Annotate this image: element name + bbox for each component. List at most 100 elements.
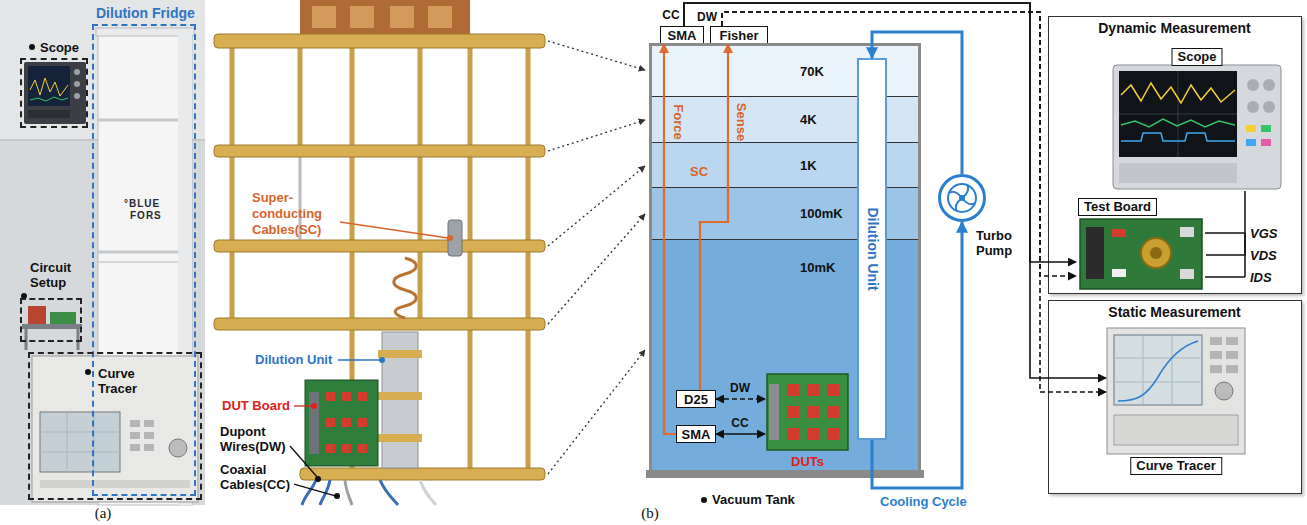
circuit-setup-photo (22, 324, 82, 329)
fridge-insert-photo (214, 0, 545, 505)
oscilloscope-drawing (1178, 71, 1179, 157)
dut-board-drawing (767, 374, 848, 450)
circuit-setup-photo (28, 306, 46, 324)
oscilloscope-drawing (1111, 45, 1283, 191)
panel-caption: (b) (635, 504, 665, 522)
zoom-arrow (548, 214, 645, 324)
curve-tracer-drawing (1226, 337, 1238, 345)
fridge-insert-photo (358, 418, 367, 427)
curve-tracer-drawing (1107, 328, 1245, 454)
test-board-drawing (1150, 247, 1162, 259)
test-board-drawing (1141, 238, 1171, 268)
edge-label: DW (697, 10, 717, 25)
leader-line (294, 484, 336, 496)
oscilloscope-drawing (1119, 163, 1237, 183)
connector (722, 12, 1106, 392)
scope-photo (30, 78, 68, 96)
curve-tracer-photo (130, 444, 140, 451)
node-label: Dynamic Measurement (1049, 20, 1300, 37)
fridge-insert-photo (448, 220, 462, 256)
curve-tracer-drawing (1172, 335, 1173, 405)
connector (872, 32, 962, 174)
fridge-photo (98, 119, 192, 122)
dut-board-drawing (827, 428, 839, 440)
zoom-arrow (548, 41, 645, 474)
dashed-outline: Dilution Fridge (92, 24, 196, 496)
scope-photo (28, 110, 70, 118)
measurement-panel: Static MeasurementCurve Tracer (1048, 300, 1302, 494)
fridge-insert-photo (526, 48, 531, 468)
fridge-insert-photo (305, 380, 378, 466)
test-board-drawing (1180, 227, 1194, 237)
connector-box: Fisher (710, 26, 768, 44)
connector (684, 3, 1106, 378)
oscilloscope-drawing (1121, 83, 1235, 103)
curve-tracer-photo (32, 356, 198, 502)
annotation-label: Coaxial Cables(CC) (220, 462, 302, 492)
leader-dot (447, 235, 453, 241)
fridge-insert-photo (326, 392, 335, 401)
test-board-drawing (1112, 269, 1126, 277)
fridge-insert-photo (390, 6, 414, 28)
fridge-insert-photo (302, 480, 316, 505)
annotation-label: °BLUE (124, 198, 160, 210)
node-label: D25 (677, 391, 715, 407)
dut-board-drawing (807, 406, 819, 418)
curve-tracer-photo (144, 432, 154, 439)
oscilloscope-drawing (1119, 71, 1237, 157)
annotation-label: FORS (130, 210, 162, 222)
oscilloscope-drawing (1247, 79, 1259, 91)
dut-board-drawing (787, 384, 799, 396)
node-label: SMA (677, 426, 715, 442)
node-label: Dilution Fridge (96, 5, 216, 22)
fridge-insert-photo (378, 434, 422, 442)
signal-stub (1205, 233, 1245, 277)
curve-tracer-drawing (1118, 341, 1198, 401)
connector (716, 398, 765, 400)
connector (1206, 191, 1245, 255)
fridge-insert-photo (420, 480, 436, 505)
oscilloscope-drawing (1263, 101, 1275, 113)
test-board: Test Board (1076, 197, 1206, 291)
oscilloscope: Scope (1111, 45, 1283, 191)
circuit-setup-photo (22, 306, 82, 350)
scope-photo (74, 69, 80, 75)
dut-board: DUTs (765, 372, 850, 452)
node-label: Curve Tracer (1130, 457, 1222, 475)
annotation-label: VGS (1250, 226, 1277, 241)
fridge-photo (98, 251, 192, 254)
fridge-insert-photo (214, 145, 545, 157)
oscilloscope-drawing (1246, 125, 1256, 132)
edge-label: Force (671, 104, 686, 139)
annotation-label: SC (690, 164, 708, 179)
oscilloscope-drawing (1113, 65, 1281, 189)
fridge-insert-photo (214, 240, 545, 252)
zoom-arrow (548, 120, 645, 151)
curve-tracer-photo (144, 444, 154, 451)
fridge-insert-photo (214, 318, 545, 330)
annotation-label: DUT Board (222, 398, 290, 413)
curve-tracer-photo (67, 412, 68, 472)
curve-tracer-photo (40, 452, 120, 453)
dut-board-drawing (769, 384, 779, 440)
label-dot (29, 44, 35, 50)
edge-label: CC (662, 8, 679, 23)
scope-photo (28, 66, 70, 106)
signal-stub (1205, 276, 1245, 278)
scope-photo (74, 81, 80, 87)
test-board-drawing (1080, 219, 1202, 289)
fridge-insert-photo (326, 418, 335, 427)
dashed-outline: Scope (20, 58, 88, 128)
leader-line (338, 359, 380, 360)
fridge-insert-photo (342, 444, 351, 453)
panel-caption: (a) (88, 504, 118, 522)
leader-dot (701, 497, 707, 503)
connector-box: D25 (676, 390, 716, 408)
fridge-insert-photo (214, 34, 545, 48)
dashed-outline: Circuit Setup (20, 298, 82, 342)
leader-dot (311, 403, 317, 409)
node-label: SMA (661, 27, 703, 43)
zoom-arrow (548, 41, 645, 70)
edge-label: DW (730, 381, 750, 396)
